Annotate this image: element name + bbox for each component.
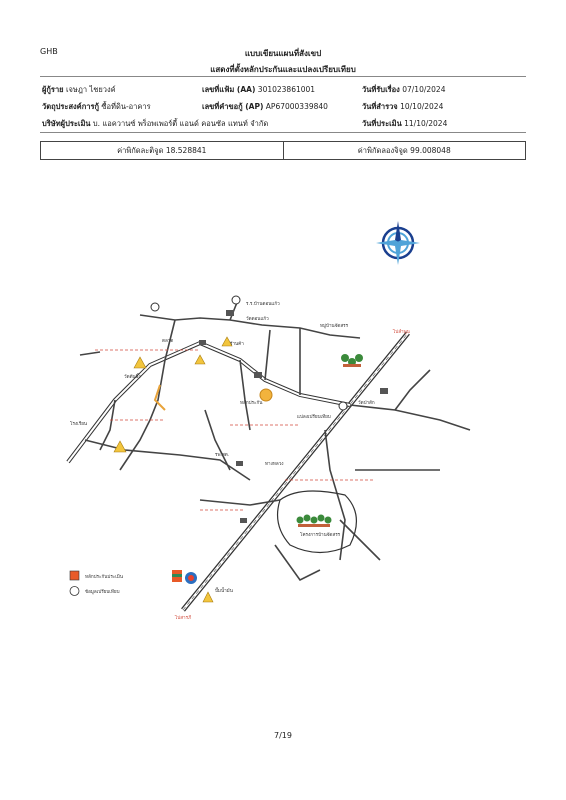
compass-icon [376,221,420,265]
legend-subject-swatch [69,570,80,581]
to-south-label: ไปสารภี [174,614,191,621]
temple-south-icon [202,591,214,603]
gas-station-icon [185,572,197,584]
header-divider [40,76,526,77]
temple-icons [113,336,233,453]
subject-property-marker [259,388,273,402]
org-code: GHB [40,47,58,56]
file-no-value: 301023861001 [257,85,316,94]
tree-icons [296,354,363,527]
longitude-value: 99.008048 [410,146,451,155]
comparable-markers [150,295,348,411]
survey-row: วันที่สำรวจ 10/10/2024 [362,101,443,113]
map-legend: หลักประกันประเมิน ข้อมูลเปรียบเทียบ [69,570,124,596]
page-subtitle: แสดงที่ตั้งหลักประกันและแปลงเปรียบเทียบ [210,65,356,74]
to-north-label: ไปลำพูน [392,328,411,335]
longitude-cell: ค่าพิกัดลองจิจูด 99.008048 [282,142,526,159]
appraiser-label: บริษัทผู้ประเมิน [42,119,91,128]
appraisal-date-value: 11/10/2024 [404,119,448,128]
latitude-label: ค่าพิกัดละติจูด [117,145,164,155]
coordinates-box: ค่าพิกัดละติจูด 18.528841 ค่าพิกัดลองจิจ… [40,141,526,160]
survey-value: 10/10/2024 [400,102,444,111]
gas-station-label: ปั๊มน้ำมัน [215,587,234,594]
left-temple-label: วัดต้นผึ้ง [124,373,141,380]
received-row: วันที่รับเรื่อง 07/10/2024 [362,84,445,96]
appraiser-row: บริษัทผู้ประเมิน บ. แอควานซ์ พร็อพเพอร์ต… [42,118,268,130]
received-label: วันที่รับเรื่อง [362,85,400,94]
file-no-label: เลขที่แฟ้ม (AA) [202,85,256,94]
main-road-label: ทางหลวง [265,462,284,467]
secondary-road [66,340,351,464]
borrower-label: ผู้กู้ราย [42,85,64,94]
left-school-label: โรงเรียน [70,420,88,427]
latitude-value: 18.528841 [165,146,207,155]
appraisal-date-row: วันที่ประเมิน 11/10/2024 [362,118,447,130]
local-roads [79,299,471,582]
purpose-label: วัตถุประสงค์การกู้ [42,102,100,111]
housing-estate-label: โครงการบ้านจัดสรร [300,531,341,538]
page-number: 7/19 [274,731,292,740]
request-no-row: เลขที่คำขอกู้ (AP) AP67000339840 [202,101,328,113]
legend-comparable-swatch [69,586,80,596]
purpose-value: ซื้อที่ดิน-อาคาร [101,102,151,111]
subject-label: หลักประกัน [240,399,263,406]
survey-label: วันที่สำรวจ [362,102,398,111]
page-title: แบบเขียนแผนที่สังเขป [244,49,322,58]
housing-estate-boundary [277,490,357,554]
store-label: ร้านค้า [230,341,244,347]
appraisal-date-label: วันที่ประเมิน [362,119,402,128]
temple-north-label: วัดดอนแก้ว [246,315,269,322]
purpose-row: วัตถุประสงค์การกู้ ซื้อที่ดิน-อาคาร [42,101,151,113]
request-no-label: เลขที่คำขอกู้ (AP) [202,102,264,111]
info-divider [40,132,526,133]
latitude-cell: ค่าพิกัดละติจูด 18.528841 [41,142,283,159]
appraiser-value: บ. แอควานซ์ พร็อพเพอร์ตี้ แอนด์ คอนซัล แ… [92,119,269,128]
health-center-label: รพ.สต. [215,452,229,458]
school-north-label: ร.ร.บ้านดอนแก้ว [246,301,280,307]
borrower-value: เจษฎา ไชยวงค์ [65,85,116,94]
building-icons [199,310,388,523]
file-no-row: เลขที่แฟ้ม (AA) 301023861001 [202,84,315,96]
distance-markers [95,349,375,511]
received-value: 07/10/2024 [402,85,446,94]
longitude-label: ค่าพิกัดลองจิจูด [357,145,408,155]
market-label: ตลาด [162,339,173,344]
legend-subject-label: หลักประกันประเมิน [85,573,124,580]
borrower-row: ผู้กู้ราย เจษฎา ไชยวงค์ [42,84,116,96]
legend-comparable-label: ข้อมูลเปรียบเทียบ [85,588,120,595]
comparable-label: แปลงเปรียบเทียบ [297,413,331,420]
village-right-label: หมู่บ้านจัดสรร [320,322,349,329]
convenience-store-icon [172,570,182,582]
main-highway [181,331,410,612]
access-road [153,384,166,411]
temple-right-label: วัดป่าสัก [358,399,375,406]
request-no-value: AP67000339840 [265,102,328,111]
